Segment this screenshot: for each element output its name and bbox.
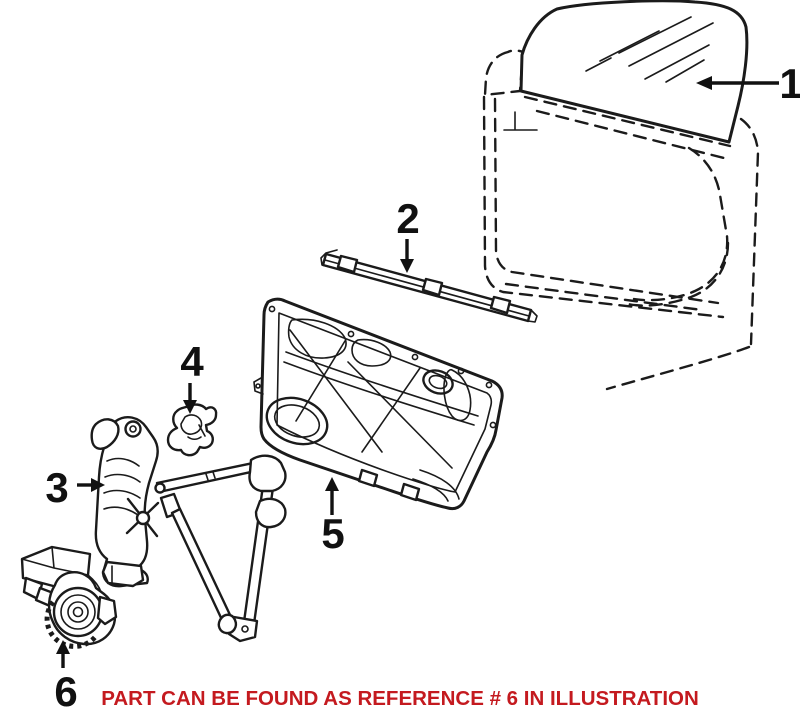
arrow-up-icon (56, 640, 70, 654)
glass-run-channel-drawing (320, 249, 538, 323)
arrow-up-icon (325, 477, 339, 491)
door-carrier-panel-drawing (253, 297, 504, 511)
callout-3-number: 3 (45, 464, 68, 511)
window-motor-drawing (20, 545, 118, 649)
callout-2: 2 (396, 195, 420, 273)
mounting-bracket-drawing (166, 403, 218, 457)
glass-reflection-lines (585, 16, 714, 83)
callout-6-number: 6 (54, 668, 77, 715)
callout-2-number: 2 (396, 195, 419, 242)
door-shell-outline-drawing (482, 49, 760, 391)
callout-1: 1 (696, 60, 800, 107)
callout-3: 3 (45, 464, 105, 511)
arrow-down-icon (400, 259, 414, 273)
callout-5-number: 5 (321, 510, 344, 557)
callout-1-number: 1 (779, 60, 800, 107)
window-glass-drawing (519, 0, 749, 144)
arrow-right-icon (91, 478, 105, 492)
arrow-left-icon (696, 76, 712, 90)
callout-4-number: 4 (180, 338, 204, 385)
window-regulator-drawing (90, 415, 287, 643)
callout-4: 4 (180, 338, 204, 414)
callout-5: 5 (321, 477, 345, 557)
caption-text: PART CAN BE FOUND AS REFERENCE # 6 IN IL… (101, 687, 699, 710)
arrow-down-icon (183, 400, 197, 414)
callout-6: 6 (54, 640, 78, 715)
